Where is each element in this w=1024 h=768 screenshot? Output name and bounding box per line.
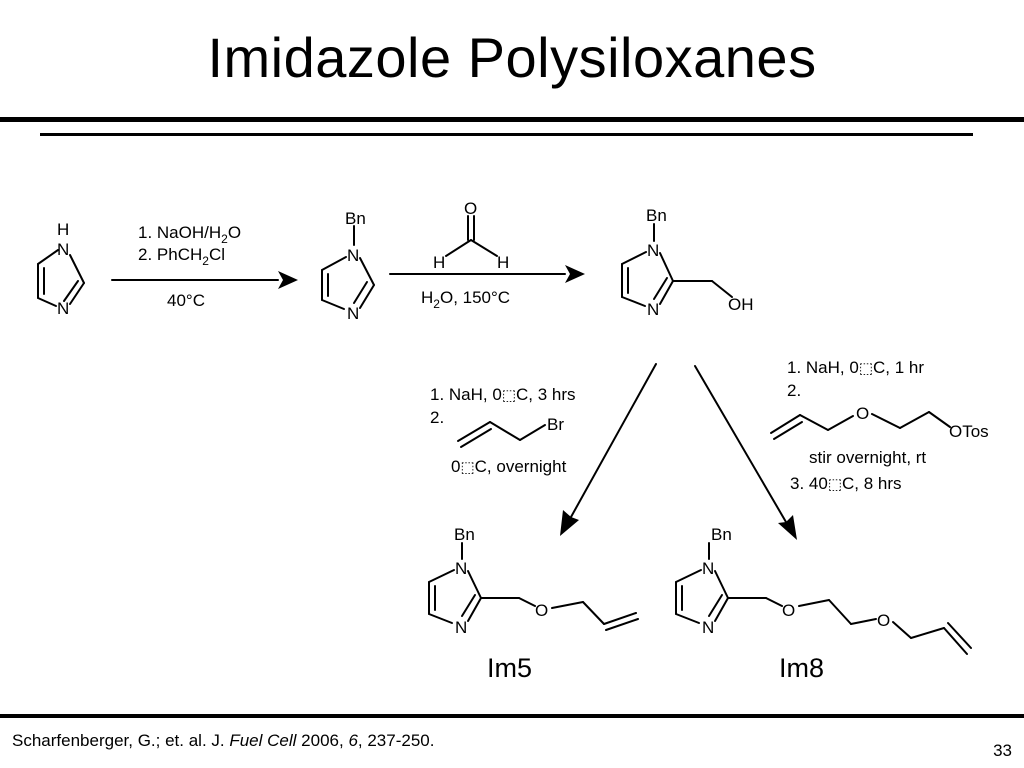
step3-right-line2: 2. [787,381,801,400]
atom-label-n: N [647,300,659,319]
citation: Scharfenberger, G.; et. al. J. Fuel Cell… [12,731,435,750]
step3-left-line1: 1. NaH, 0⬚C, 3 hrs [430,385,576,404]
atom-label-n: N [455,618,467,637]
imidazole-structure [37,249,85,307]
step3-left-line2: 2. [430,408,444,427]
step3-right-line3: stir overnight, rt [809,448,926,467]
degree-glyph: ⬚ [828,476,842,493]
allyloxyethyl-tosylate-structure [770,411,951,440]
atom-label-o: O [856,404,869,423]
step3-right-line4: 3. 40⬚C, 8 hrs [790,474,902,493]
atom-label-o: O [535,601,548,620]
step2-condition: H2O, 150°C [421,288,510,311]
atom-label-o: O [877,611,890,630]
product-label-im8: Im8 [779,653,824,683]
slide-title: Imidazole Polysiloxanes [207,26,817,89]
atom-label-n: N [647,241,659,260]
step3-right-line1: 1. NaH, 0⬚C, 1 hr [787,358,924,377]
degree-glyph: ⬚ [460,459,474,476]
atom-label-n: N [347,246,359,265]
atom-label-n: N [702,618,714,637]
atom-label-br: Br [547,415,564,434]
atom-label-n: N [57,240,69,259]
atom-label-o: O [782,601,795,620]
atom-label-bn: Bn [711,525,732,544]
atom-label-otos: OTos [949,422,989,441]
hydroxymethyl-imidazole-structure [621,223,733,307]
atom-label-oh: OH [728,295,754,314]
page-number: 33 [993,741,1012,760]
step1-condition: 40°C [167,291,205,310]
allyl-bromide-structure [457,421,546,448]
im8-structure [675,542,972,655]
atom-label-h: H [497,253,509,272]
step1-reagent-line1: 1. NaOH/H2O [138,223,241,246]
atom-label-h: H [57,220,69,239]
title-rule-bottom [40,133,973,136]
formaldehyde-structure [445,215,498,257]
atom-label-bn: Bn [646,206,667,225]
step1-reagent-line2: 2. PhCH2Cl [138,245,225,268]
step3-left-line3: 0⬚C, overnight [451,457,567,476]
product-label-im5: Im5 [487,653,532,683]
reaction-arrow-left [570,363,657,518]
atom-label-n: N [57,299,69,318]
footer-rule [0,714,1024,718]
degree-glyph: ⬚ [859,360,873,377]
im5-structure [428,542,639,631]
atom-label-bn: Bn [454,525,475,544]
atom-label-n: N [347,304,359,323]
degree-glyph: ⬚ [502,387,516,404]
benzylimidazole-structure [321,225,375,310]
reaction-arrow-right [694,365,787,523]
atom-label-o: O [464,199,477,218]
atom-label-n: N [702,559,714,578]
atom-label-h: H [433,253,445,272]
atom-label-bn: Bn [345,209,366,228]
atom-label-n: N [455,559,467,578]
title-rule-top [0,117,1024,122]
